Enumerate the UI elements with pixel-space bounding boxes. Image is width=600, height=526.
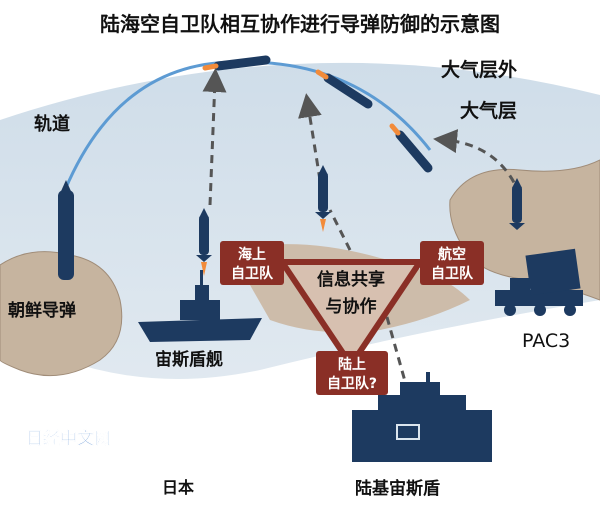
interceptor-path-pac3 bbox=[433, 129, 522, 196]
pac3-launcher-icon bbox=[495, 248, 583, 316]
center-text-line2: 与协作 bbox=[326, 296, 377, 317]
interceptor-path-center-lower bbox=[328, 209, 352, 251]
watermark: 日经中文网 bbox=[26, 428, 111, 449]
aegis-ashore-label: 陆基宙斯盾 bbox=[355, 478, 440, 499]
gsdf-label-line1: 陆上 bbox=[338, 357, 366, 373]
cooperation-triangle bbox=[279, 259, 423, 368]
interceptor-missile-center bbox=[315, 165, 331, 232]
atmosphere-label: 大气层 bbox=[460, 99, 517, 122]
msdf-label-line2: 自卫队 bbox=[231, 265, 274, 282]
interceptor-missile-aegis bbox=[196, 208, 212, 276]
missile-on-arc-2 bbox=[315, 69, 373, 109]
asdf-label-line1: 航空 bbox=[438, 246, 466, 263]
aegis-ship-icon bbox=[138, 270, 262, 342]
msdf-box bbox=[220, 241, 284, 285]
missile-on-arc-1 bbox=[202, 55, 271, 71]
interceptor-path-aegis bbox=[202, 68, 227, 206]
nk-missile-icon bbox=[58, 180, 74, 280]
asdf-label-line2: 自卫队 bbox=[431, 265, 474, 282]
pac3-label: PAC3 bbox=[522, 330, 570, 352]
aegis-ship-label: 宙斯盾舰 bbox=[155, 349, 223, 370]
interceptor-missile-pac3 bbox=[509, 178, 525, 230]
missile-on-arc-3 bbox=[389, 123, 433, 173]
japan-label: 日本 bbox=[162, 478, 194, 497]
outer-atmosphere-label: 大气层外 bbox=[441, 58, 517, 81]
diagram-title: 陆海空自卫队相互协作进行导弹防御的示意图 bbox=[100, 12, 500, 36]
center-text-line1: 信息共享 bbox=[317, 269, 385, 290]
gsdf-label-line2: 自卫队? bbox=[327, 375, 377, 392]
interceptor-path-center bbox=[298, 93, 322, 181]
trajectory-label: 轨道 bbox=[34, 113, 70, 135]
asdf-box bbox=[420, 241, 484, 285]
msdf-label-line1: 海上 bbox=[238, 246, 266, 263]
aegis-ashore-icon bbox=[352, 372, 492, 462]
nk-missile-label: 朝鲜导弹 bbox=[8, 300, 76, 321]
gsdf-box bbox=[316, 351, 388, 395]
japan-land bbox=[0, 300, 600, 522]
interceptor-path-ashore bbox=[383, 309, 410, 393]
